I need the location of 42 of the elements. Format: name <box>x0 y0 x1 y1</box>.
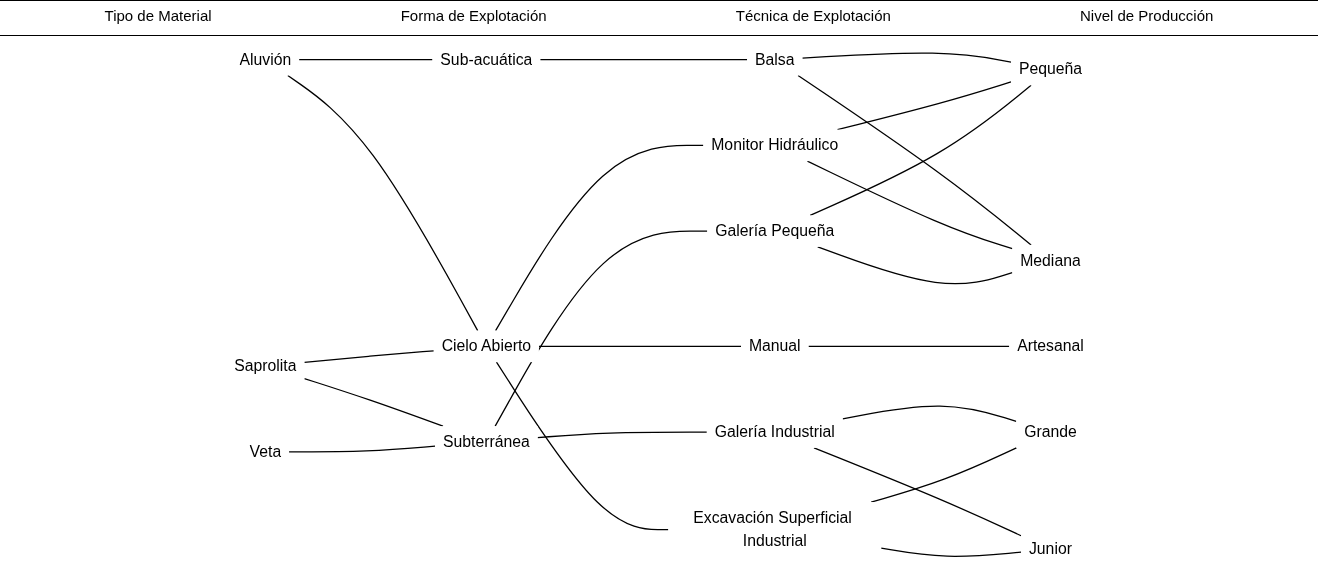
node-text: Excavación Superficial Industrial <box>693 508 852 550</box>
column-heading: Nivel de Producción <box>1080 7 1214 26</box>
connector <box>539 59 748 61</box>
column-heading: Tipo de Material <box>104 7 212 26</box>
connector <box>303 350 435 363</box>
connector <box>303 377 444 427</box>
node-text: Balsa <box>755 50 795 68</box>
node-text: Subterránea <box>442 433 530 450</box>
node-text: Manual <box>748 337 801 355</box>
connector <box>494 230 708 427</box>
node-text: Junior <box>1028 540 1072 558</box>
node-text: Saprolita <box>234 357 297 374</box>
node-text: Aluvión <box>239 50 292 68</box>
connector <box>494 144 704 332</box>
node-text: Sub-acuática <box>440 50 533 68</box>
node-text: Artesanal <box>1017 337 1084 355</box>
column-heading: Técnica de Explotación <box>735 7 891 26</box>
connector <box>298 59 434 61</box>
connector <box>817 246 1013 285</box>
connector <box>537 431 708 439</box>
connector <box>809 84 1032 216</box>
node-text: Pequeña <box>1018 60 1082 78</box>
connector <box>880 547 1022 557</box>
connector <box>842 405 1017 422</box>
connector <box>836 81 1012 131</box>
node-text: Grande <box>1024 423 1077 440</box>
node-text: Monitor Hidráulico <box>711 136 839 154</box>
connector <box>797 74 1032 246</box>
connector <box>801 52 1012 63</box>
connector <box>538 345 742 347</box>
connector <box>806 160 1013 250</box>
node-text: Galería Industrial <box>714 423 835 440</box>
connector <box>287 74 479 332</box>
column-heading: Forma de Explotación <box>400 7 547 26</box>
connector <box>288 445 436 453</box>
node-text: Galería Pequeña <box>715 222 835 239</box>
node-text: Mediana <box>1020 251 1081 269</box>
connector <box>495 361 669 531</box>
connector <box>870 447 1018 503</box>
connector <box>813 447 1022 537</box>
connector <box>807 345 1010 347</box>
node-text: Veta <box>249 442 282 460</box>
